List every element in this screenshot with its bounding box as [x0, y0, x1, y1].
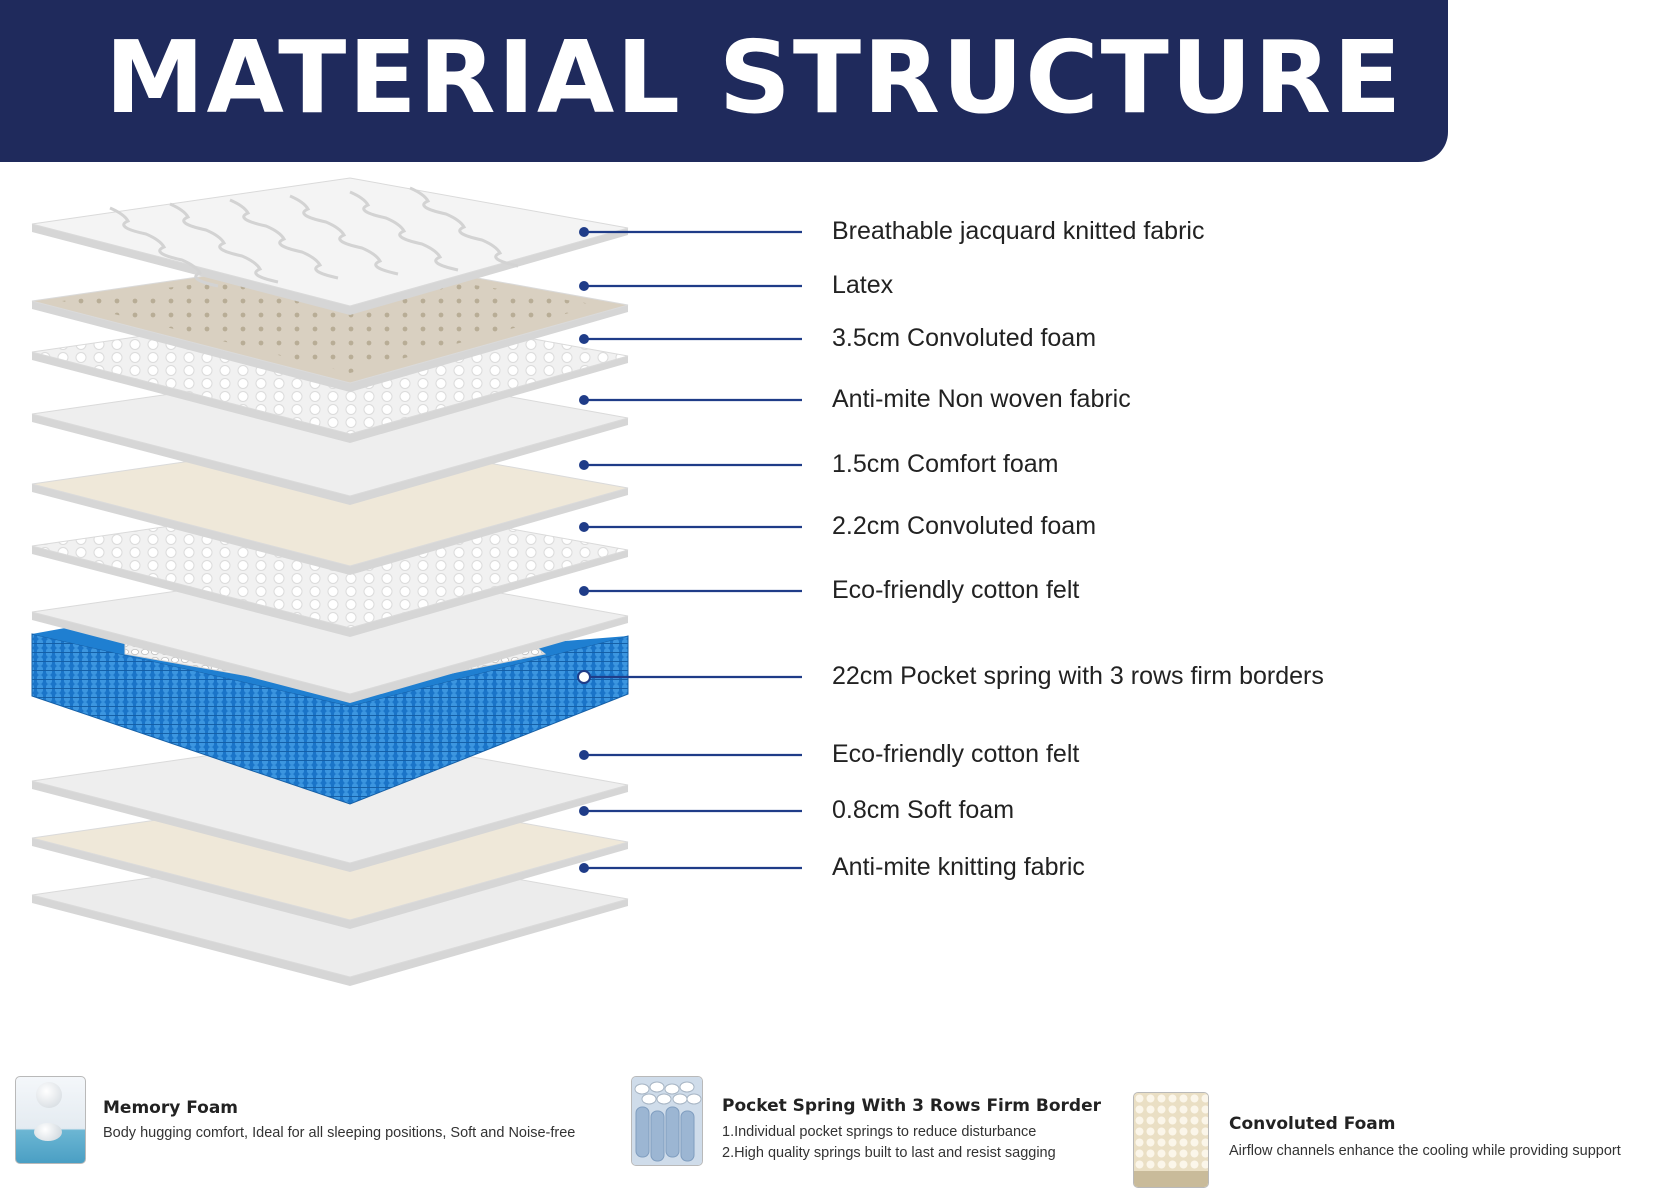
leader-dot [579, 522, 589, 532]
leader-dot [579, 750, 589, 760]
title-banner: MATERIAL STRUCTURE [0, 0, 1448, 162]
feature-title: Pocket Spring With 3 Rows Firm Border [722, 1096, 1101, 1116]
leader-dot [579, 227, 589, 237]
layer-label: 0.8cm Soft foam [832, 796, 1015, 824]
pocket-spring-thumbnail-icon [631, 1076, 703, 1166]
leader-lines [577, 227, 802, 873]
layer-surface [31, 177, 629, 307]
memory-foam-thumbnail-icon [15, 1076, 86, 1164]
quilt-stitch [229, 198, 339, 280]
leader-dot [579, 334, 589, 344]
layer-label: 2.2cm Convoluted foam [832, 512, 1097, 540]
leader-dot [579, 281, 589, 291]
convoluted-foam-thumbnail-icon [1133, 1092, 1209, 1188]
layer-label: Eco-friendly cotton felt [832, 576, 1080, 604]
layer-label: 3.5cm Convoluted foam [832, 324, 1097, 352]
layer-label: Anti-mite Non woven fabric [832, 385, 1131, 413]
feature-description-line: 1.Individual pocket springs to reduce di… [722, 1124, 1037, 1140]
layer-label: Anti-mite knitting fabric [832, 853, 1085, 881]
quilt-stitch [409, 186, 519, 268]
quilt-stitch [289, 194, 399, 276]
quilt-stitch [349, 190, 459, 272]
layer-label: 1.5cm Comfort foam [832, 450, 1059, 478]
feature-description: Airflow channels enhance the cooling whi… [1229, 1143, 1621, 1159]
leader-dot [579, 395, 589, 405]
leader-dot [579, 460, 589, 470]
latex-perforations [62, 265, 598, 373]
feature-description-line: 2.High quality springs built to last and… [722, 1145, 1056, 1161]
leader-dot [579, 863, 589, 873]
leader-dot [579, 586, 589, 596]
layer-label: Eco-friendly cotton felt [832, 740, 1080, 768]
layer-label: 22cm Pocket spring with 3 rows firm bord… [832, 662, 1324, 690]
feature-title: Convoluted Foam [1229, 1114, 1396, 1134]
layer-label: Latex [832, 271, 894, 299]
page-title: MATERIAL STRUCTURE [105, 19, 1404, 136]
feature-title: Memory Foam [103, 1098, 239, 1118]
leader-dot [577, 670, 591, 684]
feature-description: Body hugging comfort, Ideal for all slee… [103, 1125, 576, 1141]
mattress-layer-diagram [31, 177, 802, 986]
quilt-stitch [109, 206, 219, 288]
mattress-layer [31, 177, 629, 315]
layer-stack [31, 177, 629, 986]
quilt-stitch [169, 202, 279, 284]
layer-label: Breathable jacquard knitted fabric [832, 217, 1205, 245]
leader-dot [579, 806, 589, 816]
